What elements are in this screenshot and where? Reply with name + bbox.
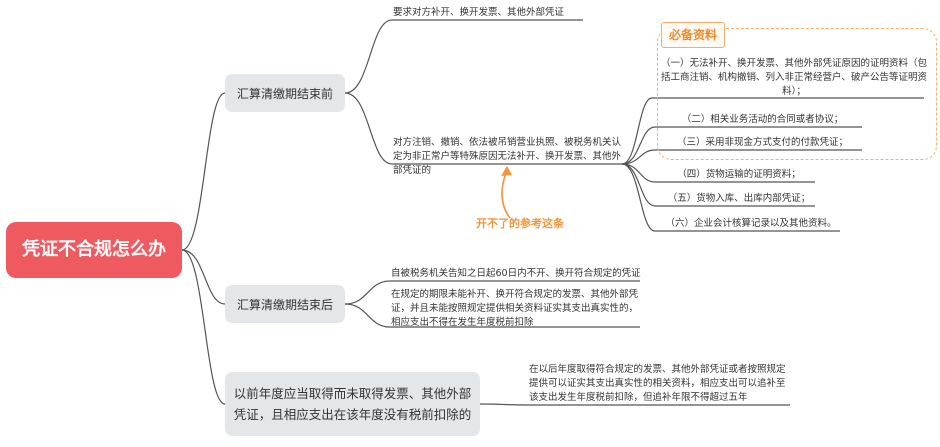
reference-note: 开不了的参考这条 xyxy=(476,217,564,230)
root-node: 凭证不合规怎么办 xyxy=(6,222,182,278)
material-item-2: （二）相关业务活动的合同或者协议； xyxy=(681,114,844,125)
material-item-5: （五）货物入库、出库内部凭证； xyxy=(667,193,811,204)
material-item-4: （四）货物运输的证明资料； xyxy=(677,169,801,180)
required-materials-group xyxy=(657,28,937,160)
material-item-6: （六）企业会计核算记录以及其他资料。 xyxy=(665,218,837,229)
leaf-60-days: 自被税务机关告知之日起60日内不开、换开符合规定的凭证 xyxy=(391,268,641,279)
material-item-1: （一）无法补开、换开发票、其他外部凭证原因的证明资料（包括工商注销、机构撤销、列… xyxy=(660,58,927,97)
leaf-five-years: 在以后年度取得符合规定的发票、其他外部凭证或者按照规定提供可以证实其支出真实性的… xyxy=(529,364,786,403)
branch-previous-year: 以前年度应当取得而未取得发票、其他外部凭证，且相应支出在该年度没有税前扣除的 xyxy=(225,372,480,436)
material-item-3: （三）采用非现金方式支付的付款凭证； xyxy=(676,137,848,148)
leaf-not-deductible: 在规定的期限未能补开、换开符合规定的发票、其他外部凭证，并且未能按照规定提供相关… xyxy=(391,289,639,328)
leaf-request-reissue: 要求对方补开、换开发票、其他外部凭证 xyxy=(393,7,565,18)
branch-after-deadline: 汇算清缴期结束后 xyxy=(225,285,345,323)
leaf-special-reasons: 对方注销、撤销、依法被吊销营业执照、被税务机关认定为非正常户等特殊原因无法补开、… xyxy=(393,137,622,176)
branch-before-deadline: 汇算清缴期结束前 xyxy=(225,74,345,112)
required-materials-label: 必备资料 xyxy=(661,22,725,48)
